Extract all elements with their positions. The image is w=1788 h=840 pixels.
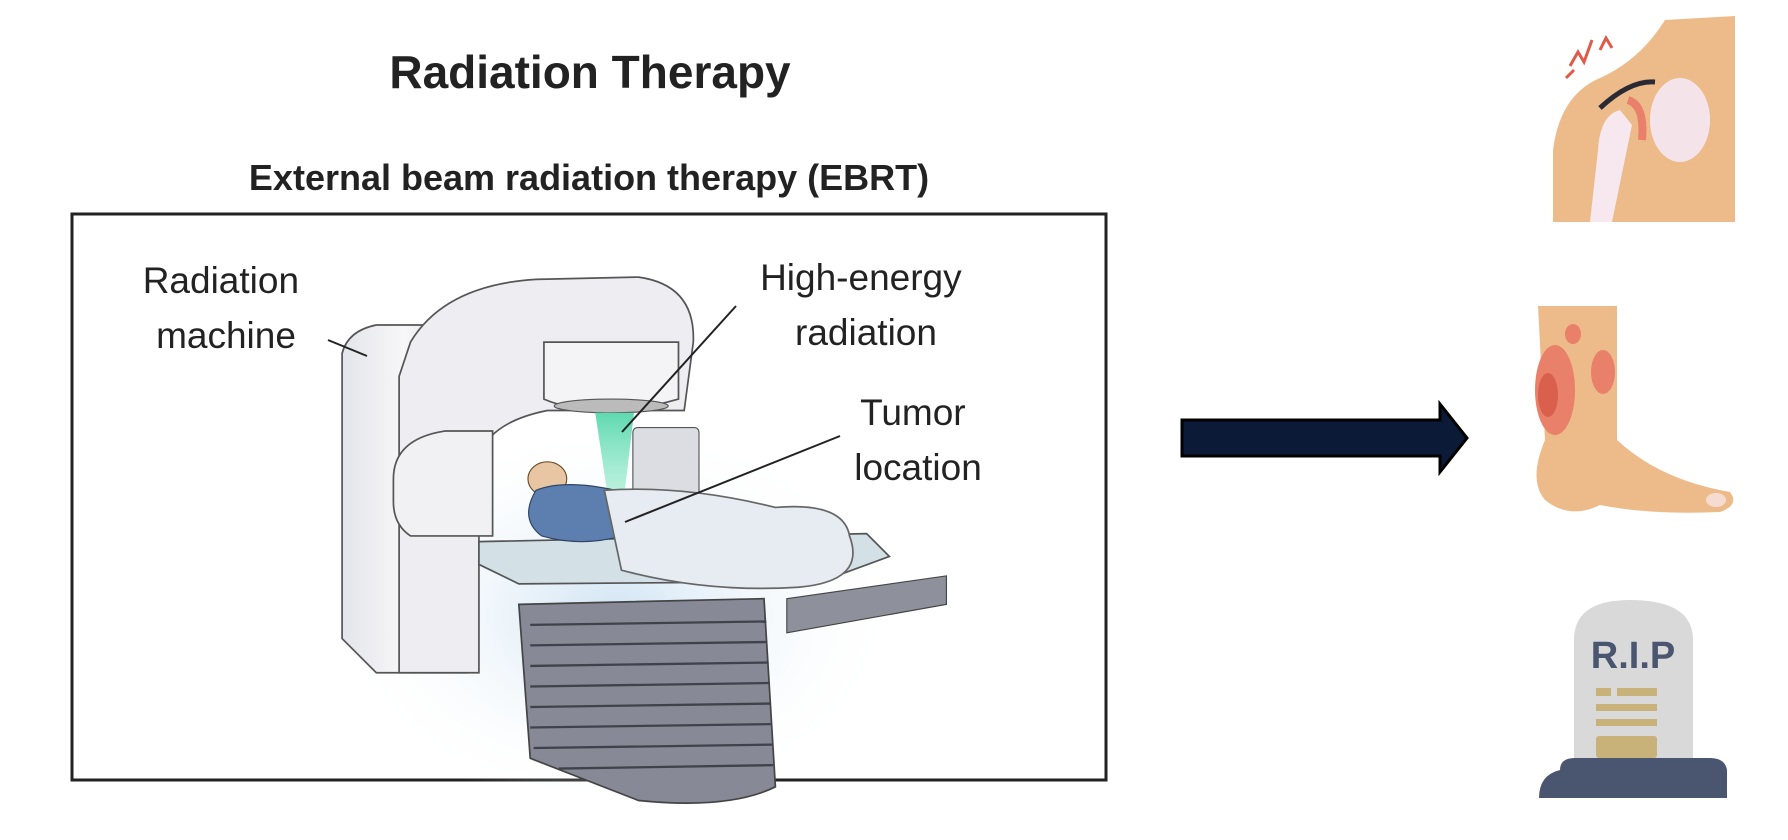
tombstone-text: R.I.P — [1591, 635, 1675, 677]
tombstone-icon: R.I.P — [1539, 600, 1727, 798]
label-beam-line2: radiation — [795, 312, 937, 353]
label-machine-line1: Radiation — [143, 260, 299, 301]
right-arrow-icon — [1180, 399, 1469, 477]
label-beam-line1: High-energy — [760, 257, 962, 298]
label-radiation-machine: Radiation machine — [143, 260, 310, 356]
label-high-energy-radiation: High-energy radiation — [760, 257, 972, 353]
label-tumor-line2: location — [854, 447, 982, 488]
skin-reaction-foot-icon — [1535, 306, 1734, 513]
page-title: Radiation Therapy — [389, 46, 791, 98]
label-tumor-location: Tumor location — [854, 392, 982, 488]
radiation-machine-illustration — [330, 276, 948, 810]
label-tumor-line1: Tumor — [860, 392, 966, 433]
subtitle: External beam radiation therapy (EBRT) — [249, 157, 929, 198]
label-machine-line2: machine — [156, 315, 296, 356]
shoulder-pain-icon — [1553, 16, 1735, 222]
leader-lines — [327, 305, 841, 523]
